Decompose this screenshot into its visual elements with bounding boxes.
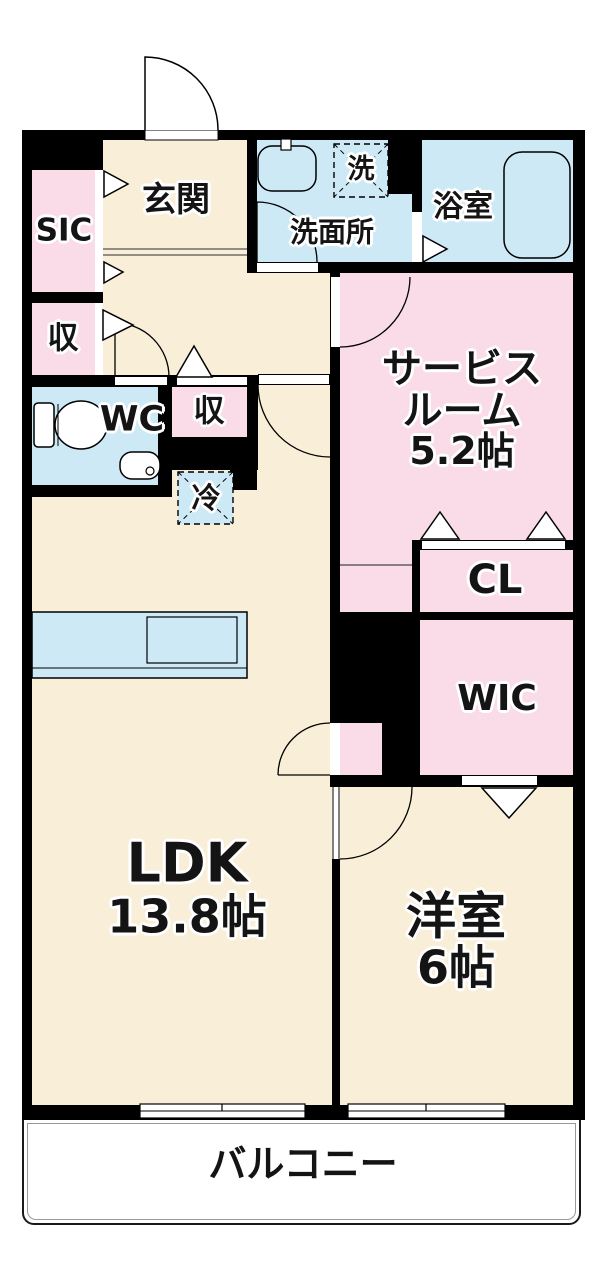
wall: [332, 859, 340, 1105]
opening-triangle: [419, 510, 461, 540]
washroom-door-arc: [256, 201, 318, 263]
refrigerator-space: [177, 471, 234, 525]
wall: [230, 470, 257, 490]
toilet-icon: [33, 402, 55, 448]
label-entrance: 玄関: [142, 180, 210, 221]
room-sic: [32, 170, 95, 292]
entrance-opening: [144, 129, 219, 141]
label-sic: SIC: [35, 212, 93, 249]
label-service-line1: サービス: [382, 346, 542, 393]
label-service-size: 5.2帖: [409, 429, 515, 474]
label-refrigerator: 冷: [191, 480, 221, 515]
label-washroom: 洗面所: [289, 215, 375, 249]
bathtub-icon: [503, 151, 571, 259]
wall: [160, 437, 258, 470]
label-ldk-size: 13.8帖: [107, 889, 267, 944]
room-washroom: [388, 194, 412, 262]
opening-wc-door: [115, 377, 167, 385]
wc-door-arc: [114, 322, 170, 378]
wall: [330, 612, 420, 723]
room-service: [340, 540, 412, 612]
wall: [247, 140, 257, 262]
opening-hall-ldk: [258, 374, 330, 385]
label-service-room: サービス ルーム 5.2帖: [382, 348, 542, 472]
label-bathroom: 浴室: [433, 189, 493, 225]
label-western-room: 洋室 6帖: [406, 891, 506, 992]
wall: [247, 262, 585, 273]
wall: [412, 194, 422, 212]
hand-sink-icon: [145, 466, 155, 476]
opening-storage-mid: [177, 377, 247, 385]
label-wc: WC: [99, 399, 165, 440]
western-door-arc: [339, 786, 413, 860]
label-ldk: LDK 13.8帖: [107, 831, 267, 944]
room-bathroom: [422, 140, 573, 262]
entrance-step-line: [103, 248, 247, 256]
wash-basin-icon: [257, 145, 317, 192]
wall: [22, 130, 585, 140]
opening-wic: [462, 776, 537, 785]
room-storage-upper: [32, 303, 95, 375]
entrance-door-arc: [144, 56, 219, 131]
room-western: [340, 787, 573, 1105]
wall: [32, 140, 103, 170]
hand-sink-icon: [119, 451, 161, 480]
room-wic: [420, 620, 573, 777]
room-small-closet: [340, 723, 382, 775]
room-cl: [420, 550, 573, 612]
opening-service-door: [331, 277, 340, 347]
label-cl: CL: [467, 557, 523, 603]
opening-triangle: [102, 308, 135, 342]
label-service-line2: ルーム: [402, 388, 522, 435]
small-closet-door-arc: [277, 722, 331, 776]
wall: [382, 723, 420, 775]
wall: [22, 485, 172, 497]
sliding-window: [347, 1103, 506, 1119]
balcony-inner-line: [27, 1123, 576, 1220]
label-western-size: 6帖: [416, 940, 495, 995]
opening-triangle: [422, 234, 449, 264]
wall: [412, 612, 573, 620]
opening-storage-upper-front: [95, 303, 103, 375]
label-western-name: 洋室: [406, 887, 506, 946]
washing-machine-space: [333, 143, 389, 198]
room-service: [340, 273, 573, 540]
opening-sic-front: [95, 170, 103, 292]
label-wic: WIC: [457, 678, 537, 720]
label-storage-mid: 収: [193, 393, 225, 430]
wall: [330, 273, 340, 612]
western-door-opening-lines: [332, 787, 340, 859]
kitchen-counter: [31, 611, 248, 679]
wash-basin-icon: [280, 138, 292, 151]
wall: [573, 130, 585, 1118]
opening-triangle: [174, 344, 214, 378]
opening-triangle: [480, 787, 538, 820]
opening-cl: [422, 541, 565, 549]
room-washroom: [257, 140, 388, 262]
hall-ldk-door-arc: [257, 384, 331, 458]
toilet-icon: [54, 400, 108, 450]
sliding-window: [139, 1103, 306, 1119]
room-storage-mid: [172, 387, 247, 437]
opening-small-closet: [330, 723, 340, 775]
opening-triangle: [103, 260, 125, 285]
opening-triangle: [525, 510, 567, 540]
wall: [412, 550, 420, 612]
wall: [388, 140, 422, 194]
service-door-arc: [339, 276, 411, 348]
wall: [22, 130, 32, 1118]
wall: [247, 387, 258, 437]
label-balcony: バルコニー: [208, 1142, 398, 1187]
label-ldk-name: LDK: [126, 831, 248, 895]
label-washer: 洗: [347, 153, 375, 185]
opening-triangle: [103, 169, 130, 199]
wall: [22, 292, 103, 303]
label-storage-upper: 収: [47, 320, 79, 357]
opening-washroom-door: [257, 263, 318, 272]
opening-bathroom-door: [412, 212, 422, 262]
